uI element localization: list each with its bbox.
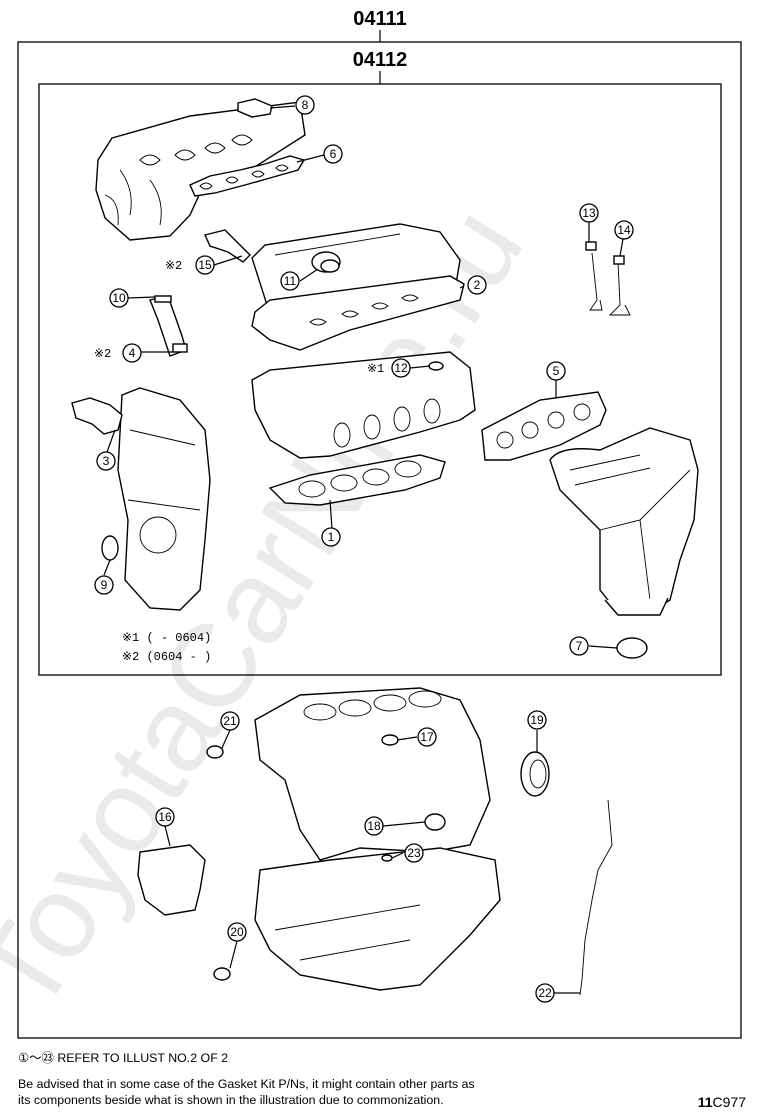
timing-chain-cover-drawing <box>117 387 211 611</box>
callout-5: 5 <box>546 361 566 381</box>
callout-11: 11 <box>280 271 300 291</box>
callout-7: 7 <box>569 636 589 656</box>
callout-8: 8 <box>295 95 315 115</box>
oil-control-valve-drawing <box>149 295 188 357</box>
svg-text:8: 8 <box>302 98 309 112</box>
exhaust-ring-gasket-drawing <box>616 637 648 659</box>
exhaust-manifold-gasket-drawing <box>481 391 607 461</box>
exhaust-manifold-drawing <box>549 427 699 616</box>
svg-text:18: 18 <box>367 819 381 833</box>
advice-line-1: Be advised that in some case of the Gask… <box>18 1077 475 1091</box>
callout-10: 10 <box>109 288 129 308</box>
svg-text:5: 5 <box>553 364 560 378</box>
refer-note: ①～㉓ REFER TO ILLUST NO.2 OF 2 <box>18 1051 229 1065</box>
inner-kit-frame <box>38 83 722 676</box>
note-mark-4: ※2 <box>94 347 111 361</box>
svg-text:15: 15 <box>198 258 212 272</box>
callout-9: 9 <box>94 575 114 595</box>
callout-2: 2 <box>467 275 487 295</box>
callout-3: 3 <box>96 451 116 471</box>
callout-14: 14 <box>614 220 634 240</box>
illustration-id-prefix: 11 <box>697 1094 713 1110</box>
svg-text:23: 23 <box>407 846 421 860</box>
callout-19: 19 <box>527 710 547 730</box>
callout-13: 13 <box>579 203 599 223</box>
sensor-drawing <box>204 229 251 263</box>
svg-text:12: 12 <box>394 361 408 375</box>
svg-text:1: 1 <box>328 530 335 544</box>
callout-4: 4 <box>122 343 142 363</box>
valve-drawing <box>585 241 631 316</box>
svg-text:7: 7 <box>576 639 583 653</box>
svg-text:16: 16 <box>158 810 172 824</box>
callout-15: 15 <box>195 255 215 275</box>
note-line-2: ※2 (0604 - ) <box>122 650 211 664</box>
callout-20: 20 <box>227 922 247 942</box>
oil-level-gauge-drawing <box>579 799 613 996</box>
drain-plug-21-drawing <box>206 745 224 759</box>
callout-1: 1 <box>321 527 341 547</box>
outer-kit-frame <box>17 41 742 1039</box>
svg-text:20: 20 <box>230 925 244 939</box>
cylinder-head-drawing <box>251 351 476 459</box>
timing-cover-oil-seal-drawing <box>101 535 119 561</box>
block-gasket-drawing <box>381 734 399 746</box>
callout-21: 21 <box>220 711 240 731</box>
svg-text:9: 9 <box>101 578 108 592</box>
callout-16: 16 <box>155 807 175 827</box>
svg-text:21: 21 <box>223 714 237 728</box>
drain-plug-20-drawing <box>213 967 231 981</box>
svg-text:2: 2 <box>474 278 481 292</box>
note-line-1: ※1 ( - 0604) <box>122 631 211 645</box>
water-drain-plug-drawing <box>424 813 446 831</box>
illustration-id-suffix: C977 <box>712 1094 746 1110</box>
oil-filler-cap-drawing <box>320 259 340 273</box>
callout-23: 23 <box>404 843 424 863</box>
note-mark-12: ※1 <box>367 362 384 376</box>
note-mark-15: ※2 <box>165 259 182 273</box>
head-cover-gasket-drawing <box>251 275 465 351</box>
callout-18: 18 <box>364 816 384 836</box>
svg-text:13: 13 <box>582 206 596 220</box>
oil-pan-drawing <box>254 847 501 991</box>
throttle-gasket-drawing <box>237 98 273 118</box>
water-pump-gasket-drawing <box>71 397 123 435</box>
outer-kit-number: 04111 <box>353 8 406 30</box>
leader-lines <box>103 105 624 994</box>
small-gasket-drawing <box>428 361 444 371</box>
inner-kit-number: 04112 <box>353 49 408 71</box>
callout-22: 22 <box>535 983 555 1003</box>
svg-text:11: 11 <box>284 274 297 288</box>
oil-filter-bracket-drawing <box>137 844 206 916</box>
svg-text:3: 3 <box>103 454 110 468</box>
svg-text:14: 14 <box>617 223 631 237</box>
svg-text:17: 17 <box>420 730 434 744</box>
callout-6: 6 <box>323 144 343 164</box>
svg-text:6: 6 <box>330 147 337 161</box>
svg-text:19: 19 <box>530 713 544 727</box>
illustration-id: 11C977 <box>698 1094 746 1110</box>
rear-oil-seal-drawing <box>520 751 550 797</box>
svg-text:10: 10 <box>112 291 126 305</box>
svg-text:22: 22 <box>538 986 552 1000</box>
cylinder-head-gasket-drawing <box>268 454 446 506</box>
callout-17: 17 <box>417 727 437 747</box>
svg-text:4: 4 <box>129 346 136 360</box>
intake-manifold-gasket-drawing <box>189 155 306 197</box>
small-gasket-23-drawing <box>381 854 393 862</box>
intake-manifold-drawing <box>95 101 306 241</box>
advice-line-2: its components beside what is shown in t… <box>18 1093 444 1107</box>
callout-12: 12 <box>391 358 411 378</box>
